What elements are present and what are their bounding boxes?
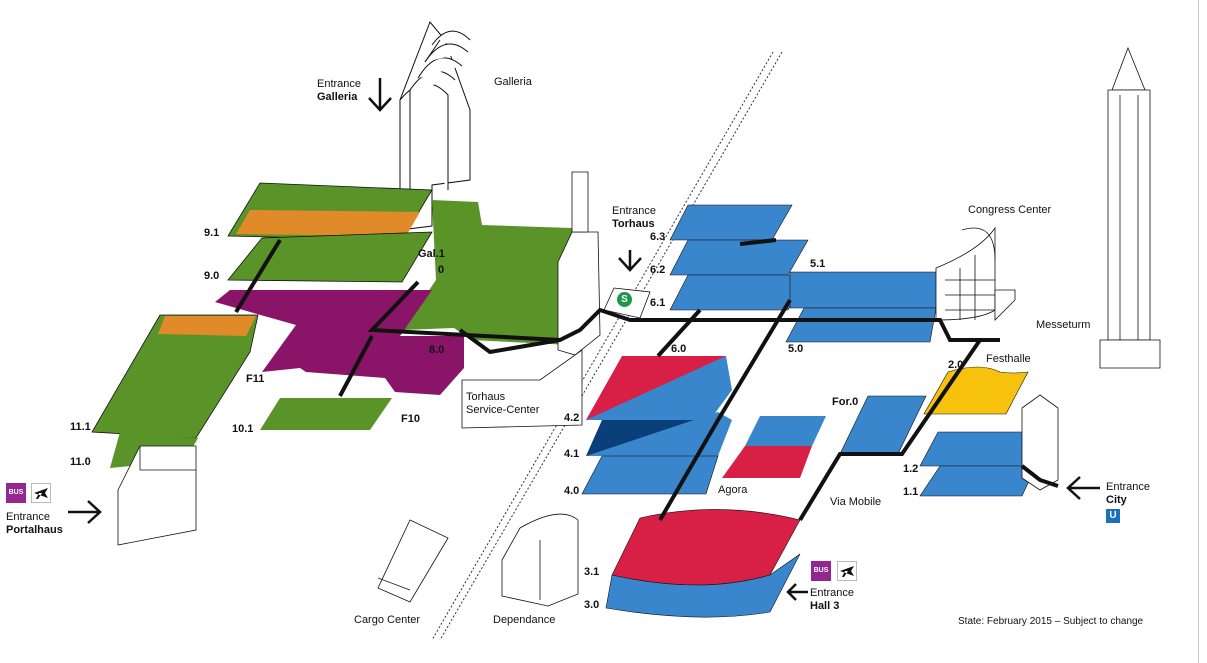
congress-center-building — [935, 226, 1016, 321]
hall-11-orange — [158, 316, 256, 336]
agora — [722, 446, 812, 478]
messeturm-label: Messeturm — [1036, 319, 1091, 331]
dependance-building — [501, 513, 579, 607]
bus-badge-icon: BUS — [811, 561, 831, 581]
level-5-1: 5.1 — [810, 258, 826, 270]
hall-6-2 — [669, 239, 809, 276]
level-10-1: 10.1 — [232, 423, 254, 435]
hall-5-1 — [789, 271, 941, 309]
hall-1-2 — [919, 431, 1037, 467]
portalhaus-building — [117, 445, 197, 546]
hall-10-1 — [260, 398, 392, 430]
hall-10-purple — [215, 290, 464, 395]
torhaus-building — [557, 171, 651, 356]
dependance-label: Dependance — [493, 614, 556, 626]
torhaus-service-center — [461, 349, 583, 429]
level-6-1: 6.1 — [650, 297, 666, 309]
u-bahn-icon: U — [1106, 509, 1120, 523]
level-6-0: 6.0 — [671, 343, 687, 355]
festhalle — [923, 366, 1029, 415]
s-bahn-icon: S — [617, 292, 632, 307]
level-3-1: 3.1 — [584, 566, 600, 578]
level-6-2: 6.2 — [650, 264, 666, 276]
level-4-1: 4.1 — [564, 448, 580, 460]
level-4-0: 4.0 — [564, 485, 580, 497]
level-5-0: 5.0 — [788, 343, 804, 355]
level-1-1: 1.1 — [903, 486, 919, 498]
airplane-icon — [837, 561, 857, 581]
agora-label: Agora — [718, 484, 748, 496]
level-f11: F11 — [246, 373, 265, 385]
level-6-3: 6.3 — [650, 231, 666, 243]
congress-center-label: Congress Center — [968, 204, 1052, 216]
hall-6-1 — [669, 274, 809, 311]
level-1-2: 1.2 — [903, 463, 919, 475]
hall-5-0 — [785, 307, 937, 343]
via-mobile-label: Via Mobile — [830, 496, 882, 508]
level-4-2: 4.2 — [564, 412, 580, 424]
hall-4-1-blue — [586, 412, 732, 456]
level-11-1: 11.1 — [70, 421, 91, 433]
airplane-icon — [31, 483, 51, 503]
hall-3-0 — [605, 553, 801, 618]
cargo-center-building — [377, 519, 449, 603]
agora-top — [745, 416, 826, 446]
level-3-0: 3.0 — [584, 599, 600, 611]
level-8-0: 8.0 — [429, 344, 445, 356]
level-f10: F10 — [401, 413, 420, 425]
hall-4-0 — [581, 455, 719, 495]
footer-note: State: February 2015 – Subject to change — [958, 616, 1144, 627]
level-11-0: 11.0 — [70, 456, 91, 468]
messeturm-tower — [1099, 46, 1161, 369]
arrow-icon — [68, 78, 1100, 601]
hall-4-2-blue — [586, 356, 732, 420]
galleria-building — [399, 21, 471, 231]
frame-line — [1198, 0, 1199, 663]
hall-11-1 — [91, 314, 259, 439]
walkway-network — [234, 238, 1059, 522]
level-0: 0 — [438, 264, 445, 276]
level-gal-1: Gal.1 — [418, 248, 445, 260]
level-2-0: 2.0 — [948, 359, 964, 371]
hall-9-1-orange-band — [236, 210, 420, 236]
festhalle-label: Festhalle — [986, 353, 1031, 365]
hall-1-tower — [1021, 394, 1059, 491]
galleria-label: Galleria — [494, 76, 532, 88]
level-9-1: 9.1 — [204, 227, 220, 239]
cargo-center-label: Cargo Center — [354, 614, 421, 626]
level-9-0: 9.0 — [204, 270, 220, 282]
bus-badge-icon: BUS — [6, 483, 26, 503]
hall-6-3 — [669, 204, 793, 241]
level-for-0: For.0 — [832, 396, 859, 408]
railway-line — [431, 51, 783, 641]
hall-1-1 — [919, 465, 1037, 497]
hall-8-area — [402, 200, 572, 345]
